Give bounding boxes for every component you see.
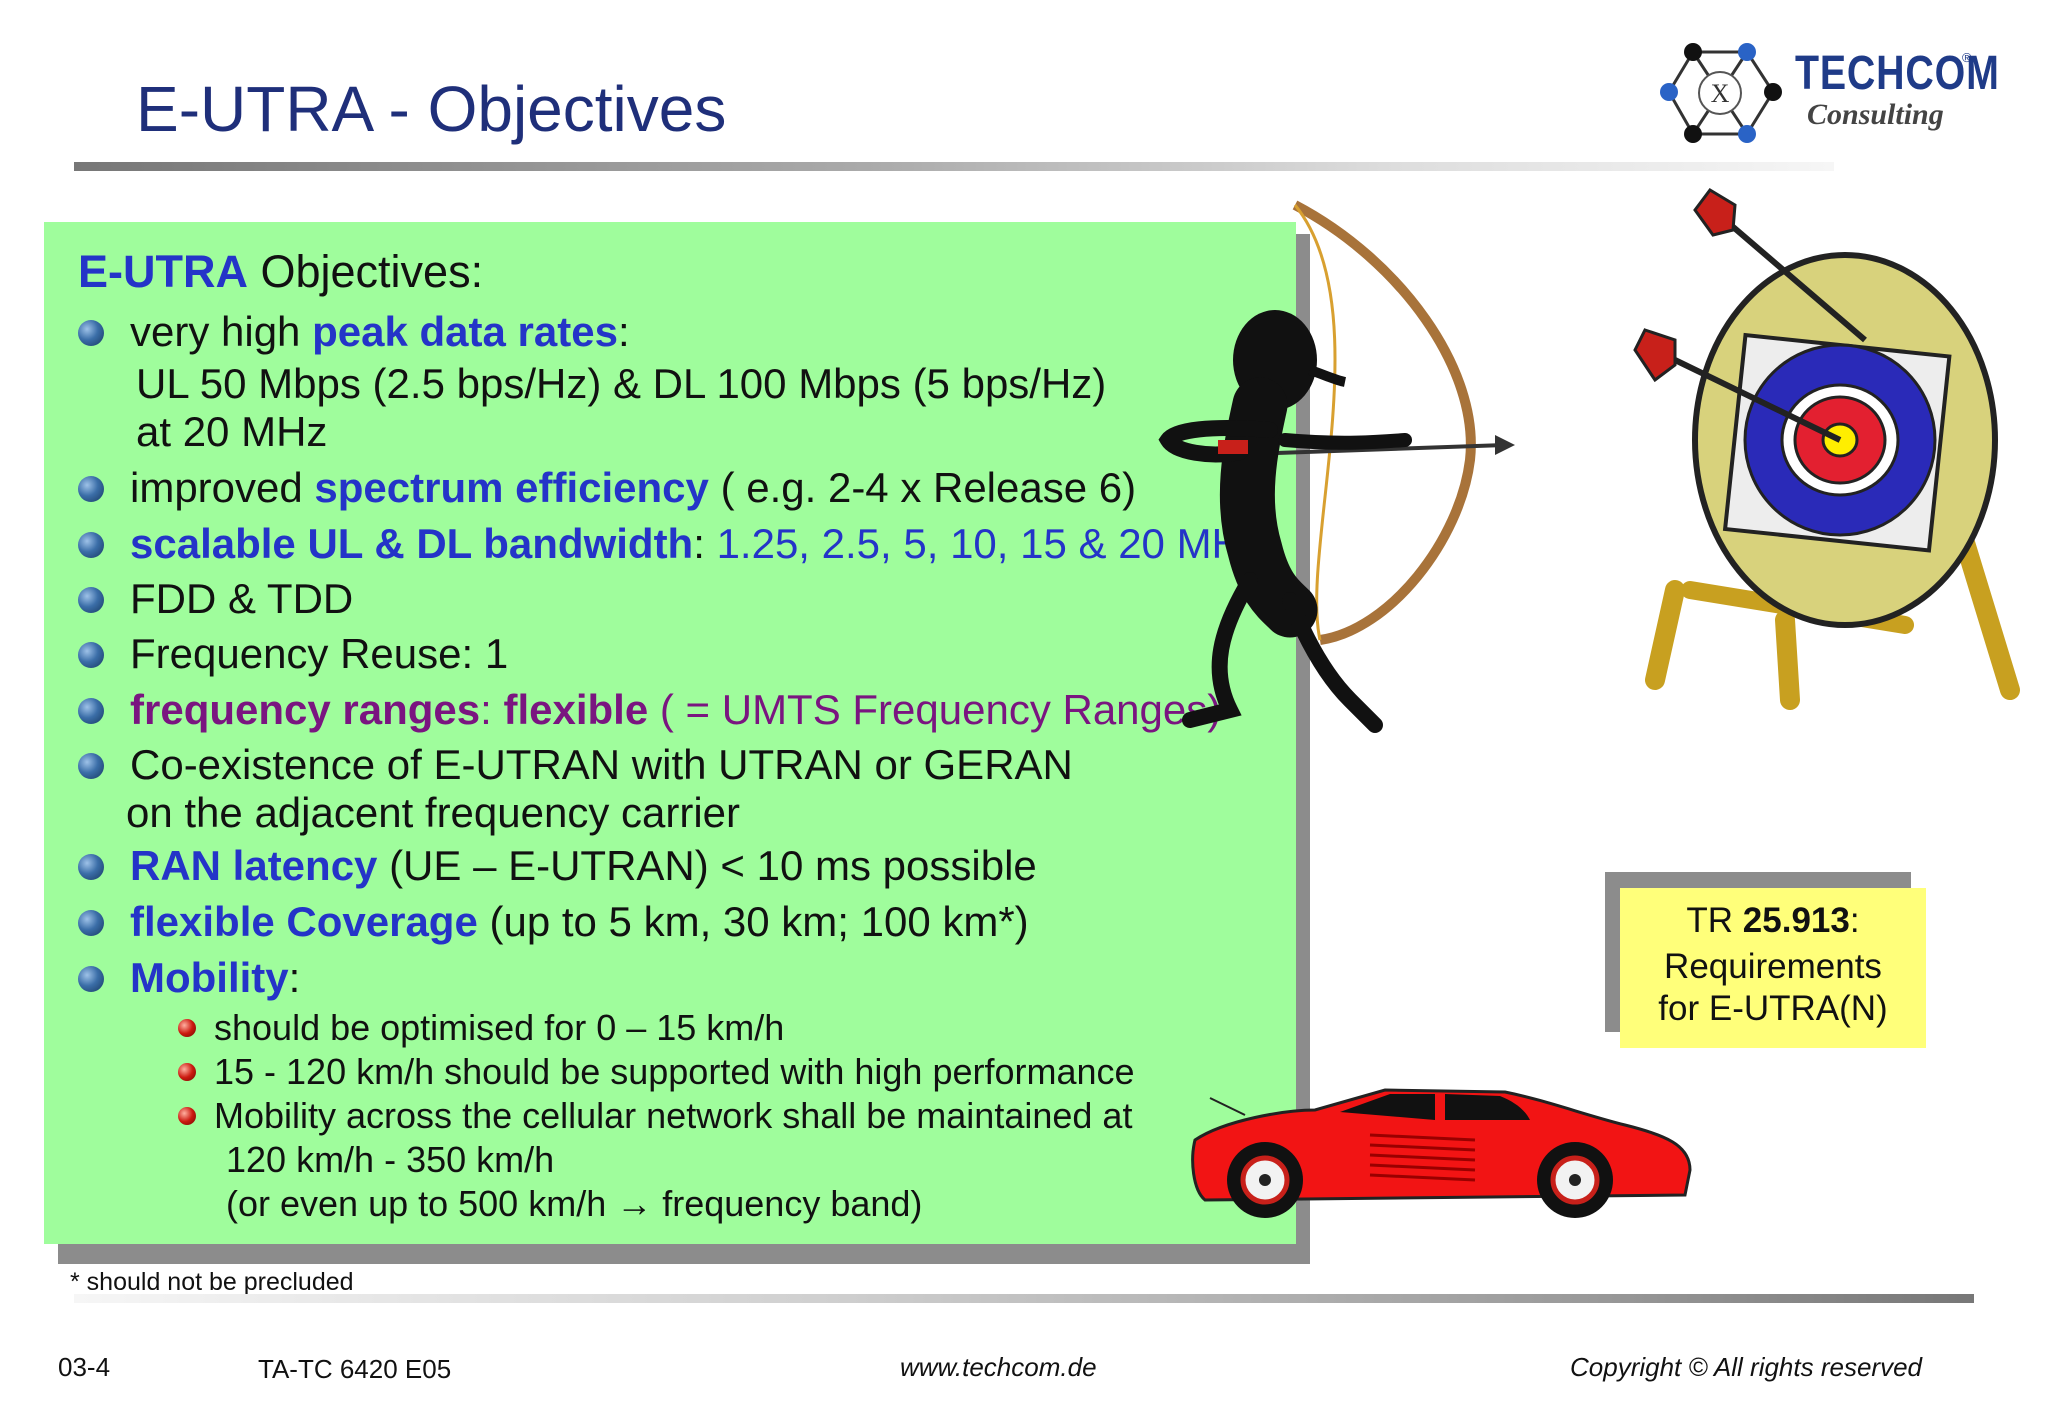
highlight: RAN latency — [130, 842, 378, 889]
highlight: scalable UL & DL bandwidth — [130, 520, 694, 567]
tr-suffix: : — [1849, 901, 1860, 940]
logo-wordmark: TECHCOM — [1795, 47, 2000, 100]
bullet-icon — [78, 910, 104, 936]
objective-mobility: Mobility: — [130, 954, 300, 1002]
bullet-icon — [78, 698, 104, 724]
objective-peak-rates-detail-2: at 20 MHz — [136, 408, 328, 455]
objective-spectrum: improved spectrum efficiency ( e.g. 2-4 … — [130, 464, 1136, 512]
text: : — [288, 954, 301, 1001]
highlight: flexible — [503, 686, 649, 733]
tr-reference-box: TR 25.913: Requirements for E-UTRA(N) — [1620, 888, 1926, 1048]
text: : — [617, 308, 630, 355]
tr-line-1: TR 25.913: — [1620, 898, 1926, 944]
slide-title: E-UTRA - Objectives — [136, 73, 727, 145]
objective-coverage: flexible Coverage (up to 5 km, 30 km; 10… — [130, 898, 1029, 946]
mobility-item-cont: 120 km/h - 350 km/h — [226, 1139, 555, 1180]
molecule-icon: X — [1660, 43, 1782, 143]
sub-bullet-icon — [178, 1107, 196, 1125]
objective-latency: RAN latency (UE – E-UTRAN) < 10 ms possi… — [130, 842, 1037, 890]
objective-reuse: Frequency Reuse: 1 — [130, 630, 509, 677]
bullet-icon — [78, 854, 104, 880]
objectives-box: E-UTRA Objectives: very high peak data r… — [44, 222, 1296, 1244]
sub-bullet-icon — [178, 1063, 196, 1081]
mobility-item: Mobility across the cellular network sha… — [214, 1095, 1133, 1136]
mobility-item-cont: (or even up to 500 km/h → frequency band… — [226, 1183, 923, 1224]
bullet-icon — [78, 966, 104, 992]
objective-peak-rates: very high peak data rates: — [130, 308, 630, 356]
tr-prefix: TR — [1686, 901, 1743, 940]
objective-peak-rates-detail: UL 50 Mbps (2.5 bps/Hz) & DL 100 Mbps (5… — [136, 360, 1107, 407]
footer-url[interactable]: www.techcom.de — [900, 1352, 1097, 1382]
mobility-item: should be optimised for 0 – 15 km/h — [214, 1007, 785, 1048]
heading-highlight: E-UTRA — [78, 246, 248, 297]
highlight: spectrum efficiency — [314, 464, 709, 511]
text: ( = UMTS Frequency Ranges) — [648, 686, 1222, 733]
objective-coexistence-2: on the adjacent frequency carrier — [126, 789, 741, 836]
footer-copyright: Copyright © All rights reserved — [1570, 1352, 1922, 1382]
highlight: frequency ranges — [130, 686, 481, 733]
bullet-icon — [78, 587, 104, 613]
svg-text:X: X — [1711, 79, 1730, 108]
bullet-icon — [78, 532, 104, 558]
heading-text: Objectives: — [247, 246, 484, 297]
text: very high — [130, 308, 313, 355]
objectives-heading: E-UTRA Objectives: — [78, 246, 483, 298]
text: : — [693, 520, 717, 567]
footnote: * should not be precluded — [70, 1268, 354, 1296]
bullet-icon — [78, 320, 104, 346]
tr-line-2: Requirements — [1664, 947, 1882, 986]
footer-page-number: 03-4 — [58, 1352, 111, 1382]
objective-bandwidth: scalable UL & DL bandwidth: 1.25, 2.5, 5… — [130, 520, 1263, 568]
logo-subtitle: Consulting — [1807, 98, 1944, 131]
target-illustration — [1633, 188, 2020, 710]
highlight: flexible Coverage — [130, 898, 478, 945]
logo-registered-mark: ® — [1962, 50, 1972, 65]
tr-number: 25.913 — [1742, 901, 1850, 940]
mobility-item: 15 - 120 km/h should be supported with h… — [214, 1051, 1135, 1092]
text: ( e.g. 2-4 x Release 6) — [708, 464, 1137, 511]
text: (up to 5 km, 30 km; 100 km*) — [477, 898, 1029, 945]
text: improved — [130, 464, 315, 511]
text: (UE – E-UTRAN) < 10 ms possible — [377, 842, 1037, 889]
highlight: Mobility — [130, 954, 289, 1001]
techcom-logo: X TECHCOM ® Consulting — [1655, 38, 1999, 148]
text: : — [480, 686, 504, 733]
footer-rule — [74, 1294, 1974, 1303]
footer-course-code: TA-TC 6420 E05 — [258, 1354, 452, 1384]
objective-frequency-ranges: frequency ranges: flexible ( = UMTS Freq… — [130, 686, 1221, 734]
bullet-icon — [78, 476, 104, 502]
bullet-icon — [78, 753, 104, 779]
highlight-values: 1.25, 2.5, 5, 10, 15 & 20 MHz — [716, 520, 1263, 567]
objective-coexistence: Co-existence of E-UTRAN with UTRAN or GE… — [130, 741, 1073, 788]
sports-car-illustration — [1191, 1088, 1692, 1218]
objective-fdd-tdd: FDD & TDD — [130, 575, 354, 622]
highlight: peak data rates — [312, 308, 618, 355]
title-rule — [74, 162, 1834, 171]
sub-bullet-icon — [178, 1019, 196, 1037]
bullet-icon — [78, 642, 104, 668]
tr-line-3: for E-UTRA(N) — [1658, 989, 1888, 1028]
archer-illustration — [1158, 200, 1515, 733]
